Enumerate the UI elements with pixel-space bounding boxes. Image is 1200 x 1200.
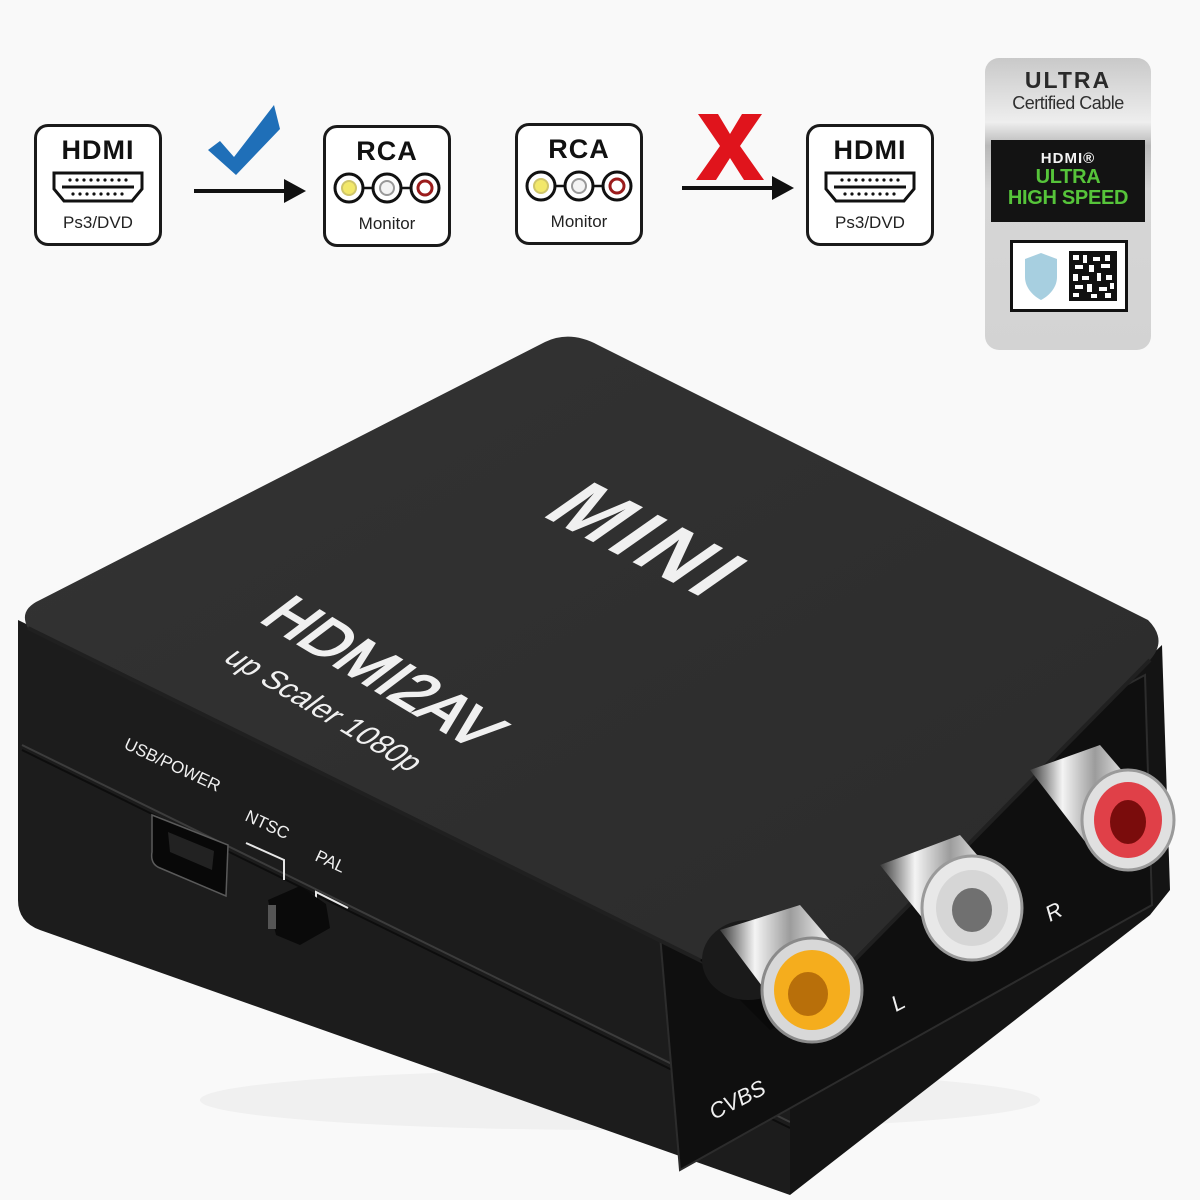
hdmi-label: HDMI [61, 135, 135, 165]
hdmi-target-box: HDMI Ps3/DVD [806, 124, 934, 246]
hdmi-label: HDMI [833, 135, 907, 165]
ps3-dvd-label: Ps3/DVD [63, 213, 133, 232]
badge-speed-panel: HDMI® ULTRA HIGH SPEED [991, 140, 1145, 222]
arrow-head-icon [772, 176, 794, 200]
monitor-label: Monitor [550, 212, 608, 231]
hdmi-logo: HDMI® [1040, 150, 1096, 167]
rca-jack-cvbs[interactable] [700, 905, 864, 1044]
badge-ultra-label: ULTRA [1024, 67, 1112, 93]
ps3-dvd-label: Ps3/DVD [835, 213, 905, 232]
mini-usb-port[interactable] [150, 813, 229, 898]
checkmark-icon [208, 105, 280, 175]
badge-certified-label: Certified Cable [1012, 93, 1124, 113]
device-top-face [24, 336, 1159, 997]
qr-code-icon [1069, 251, 1117, 301]
unsupported-arrow [682, 114, 794, 200]
hdmi-port-icon [52, 171, 144, 203]
hdmi-source-box: HDMI Ps3/DVD [34, 124, 162, 246]
device-left-face [18, 620, 790, 1195]
monitor-label: Monitor [358, 214, 416, 233]
rca-target-box: RCA Monitor [323, 125, 451, 247]
hdmi-port-icon [824, 171, 916, 203]
rca-label: RCA [356, 136, 418, 166]
rca-connectors-icon [333, 172, 441, 204]
ntsc-pal-switch[interactable] [268, 886, 330, 945]
supported-arrow [194, 105, 306, 203]
arrow-head-icon [284, 179, 306, 203]
rca-source-box: RCA Monitor [515, 123, 643, 245]
rca-connectors-icon [525, 170, 633, 202]
ultra-certified-badge: ULTRA Certified Cable HDMI® ULTRA HIGH S… [985, 58, 1151, 350]
badge-high-speed: HIGH SPEED [1007, 187, 1129, 209]
badge-qr-box [1010, 240, 1128, 312]
shield-icon [1025, 253, 1057, 300]
badge-ultra-green: ULTRA [1035, 166, 1101, 188]
x-mark-icon [696, 114, 764, 180]
rca-label: RCA [548, 134, 610, 164]
rca-jack-left[interactable] [880, 835, 1024, 962]
rca-jack-right[interactable] [1030, 745, 1176, 872]
